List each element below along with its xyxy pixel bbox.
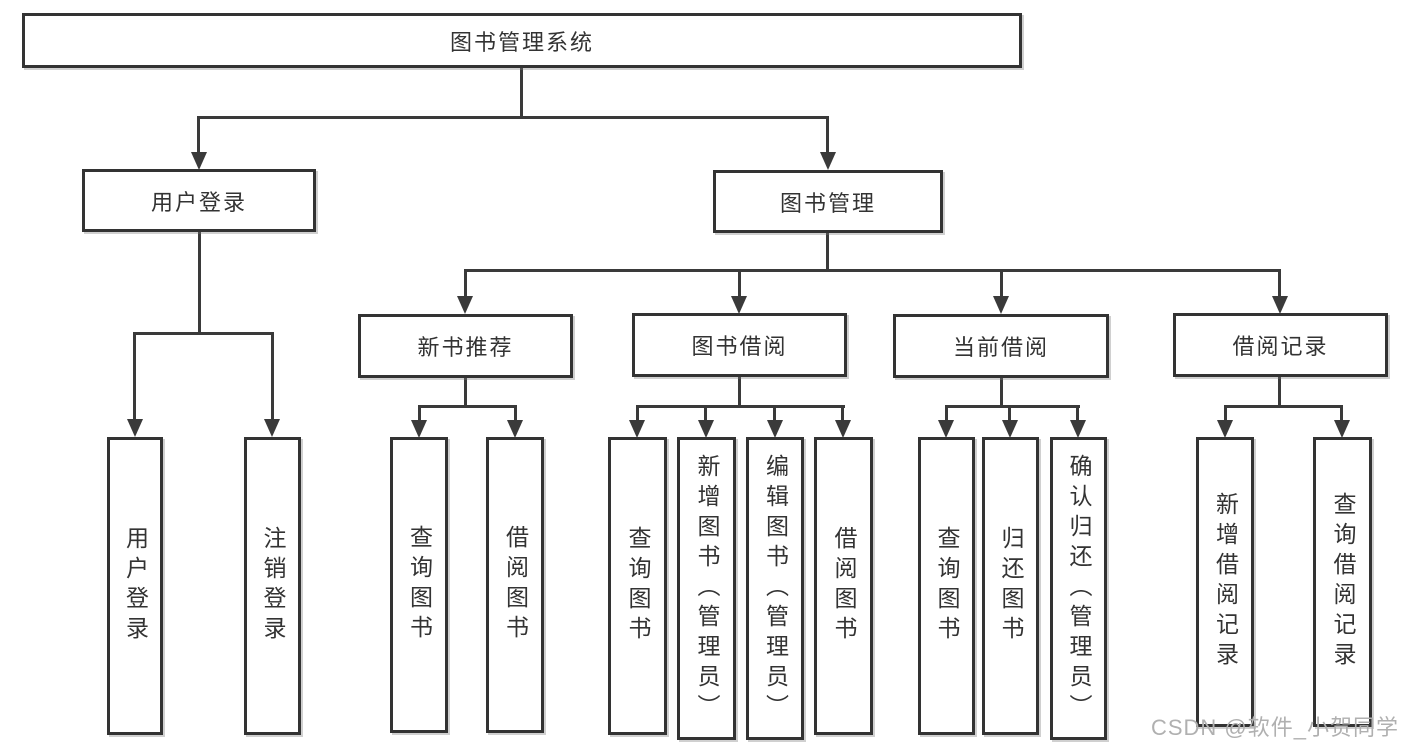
connector-level3-rail xyxy=(464,269,1281,272)
connector-drop xyxy=(464,269,467,299)
arrowhead-down xyxy=(457,296,473,314)
connector-drop xyxy=(738,269,741,299)
node-borrow-records: 借阅记录 xyxy=(1173,313,1388,377)
connector-drop xyxy=(1008,405,1011,422)
leaf-query-books-newbook: 查询图书 xyxy=(390,437,448,733)
arrowhead-down xyxy=(1217,420,1233,438)
arrowhead-down xyxy=(264,419,280,437)
connector-drop xyxy=(271,332,274,421)
arrowhead-down xyxy=(767,420,783,438)
node-book-borrow: 图书借阅 xyxy=(632,313,847,377)
connector-drop xyxy=(514,405,517,422)
connector-userlogin-stem xyxy=(198,231,201,335)
connector-drop xyxy=(826,116,829,155)
arrowhead-down xyxy=(1272,296,1288,314)
connector-newbook-rail xyxy=(418,405,517,408)
connector-current-stem xyxy=(1000,376,1003,408)
node-new-book-recommend: 新书推荐 xyxy=(358,314,573,378)
connector-drop xyxy=(197,116,200,155)
arrowhead-down xyxy=(835,420,851,438)
connector-drop xyxy=(841,405,844,422)
connector-drop xyxy=(133,332,136,421)
leaf-edit-books-admin: 编辑图书（管理员） xyxy=(746,437,804,740)
arrowhead-down xyxy=(993,296,1009,314)
leaf-borrow-books: 借阅图书 xyxy=(814,437,873,735)
connector-drop xyxy=(418,405,421,422)
connector-drop xyxy=(1076,405,1079,422)
csdn-watermark: CSDN @软件_小贺同学 xyxy=(1150,715,1399,740)
connector-records-rail xyxy=(1224,405,1343,408)
connector-root-stem xyxy=(520,67,523,117)
connector-drop xyxy=(1224,405,1227,422)
arrowhead-down xyxy=(127,419,143,437)
connector-drop xyxy=(1000,269,1003,299)
arrowhead-down xyxy=(629,420,645,438)
connector-drop xyxy=(704,405,707,422)
connector-borrow-rail xyxy=(636,405,845,408)
leaf-query-books-current: 查询图书 xyxy=(918,437,975,735)
node-book-management: 图书管理 xyxy=(713,170,943,233)
connector-drop xyxy=(773,405,776,422)
arrowhead-down xyxy=(938,420,954,438)
connector-bookmgmt-stem xyxy=(826,232,829,272)
connector-drop xyxy=(1340,405,1343,422)
connector-drop xyxy=(636,405,639,422)
leaf-add-borrow-record: 新增借阅记录 xyxy=(1196,437,1254,727)
connector-level2-rail xyxy=(197,116,829,119)
node-user-login: 用户登录 xyxy=(82,169,316,232)
leaf-confirm-return-admin: 确认归还（管理员） xyxy=(1050,437,1107,740)
node-current-borrow: 当前借阅 xyxy=(893,314,1109,378)
connector-records-stem xyxy=(1278,376,1281,408)
leaf-user-login: 用户登录 xyxy=(107,437,163,735)
arrowhead-down xyxy=(1334,420,1350,438)
connector-userlogin-rail xyxy=(133,332,274,335)
connector-newbook-stem xyxy=(464,376,467,408)
arrowhead-down xyxy=(698,420,714,438)
arrowhead-down xyxy=(507,420,523,438)
arrowhead-down xyxy=(191,152,207,170)
leaf-query-books-borrow: 查询图书 xyxy=(608,437,667,735)
connector-current-rail xyxy=(945,405,1080,408)
connector-drop xyxy=(945,405,948,422)
arrowhead-down xyxy=(820,152,836,170)
leaf-logout: 注销登录 xyxy=(244,437,301,735)
node-root: 图书管理系统 xyxy=(22,13,1022,68)
connector-borrow-stem xyxy=(738,375,741,408)
arrowhead-down xyxy=(411,420,427,438)
arrowhead-down xyxy=(1070,420,1086,438)
connector-drop xyxy=(1278,269,1281,299)
leaf-query-borrow-record: 查询借阅记录 xyxy=(1313,437,1372,727)
leaf-borrow-books-newbook: 借阅图书 xyxy=(486,437,544,733)
arrowhead-down xyxy=(731,296,747,314)
leaf-return-books: 归还图书 xyxy=(982,437,1039,735)
leaf-add-books-admin: 新增图书（管理员） xyxy=(677,437,736,740)
arrowhead-down xyxy=(1002,420,1018,438)
